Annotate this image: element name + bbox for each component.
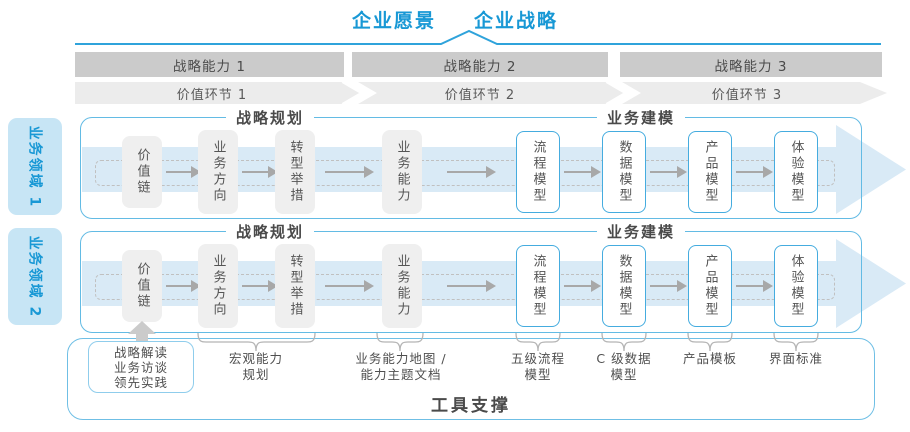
- value-link-2: 价值环节 2: [444, 87, 516, 103]
- domain-1-row: 战略规划 业务建模 价值链 业务方向 转型举措 业务能力 流程模型 数据模型 产…: [0, 107, 910, 219]
- box-business-direction: 业务方向: [198, 244, 238, 328]
- box-process-model: 流程模型: [516, 245, 560, 327]
- title-strategy: 企业战略: [474, 10, 559, 32]
- box-experience-model: 体验模型: [774, 131, 818, 213]
- page-title: 企业愿景 企业战略: [0, 6, 910, 33]
- title-divider-line: [75, 29, 881, 45]
- annotation-ui-standard: 界面标准: [768, 351, 823, 366]
- title-vision: 企业愿景: [351, 10, 436, 32]
- domain-2-row: 战略规划 业务建模 价值链 业务方向 转型举措 业务能力 流程模型 数据模型 产…: [0, 221, 910, 333]
- header-business-modeling: 业务建模: [596, 107, 686, 128]
- dashed-track: [95, 274, 835, 300]
- flow-arrow-icon: [650, 280, 687, 292]
- flow-arrow-icon: [166, 166, 201, 178]
- capability-bar-1: 战略能力 1: [75, 52, 344, 77]
- flow-arrow-icon: [736, 280, 773, 292]
- tool-support-label: 工具支撑: [431, 396, 511, 416]
- practice-line: 领先实践: [113, 374, 168, 390]
- header-strategic-planning: 战略规划: [225, 107, 315, 128]
- flow-arrow-icon: [447, 166, 496, 178]
- box-business-capability: 业务能力: [382, 244, 422, 328]
- capability-bar-2: 战略能力 2: [352, 52, 608, 77]
- flow-arrow-icon: [242, 280, 278, 292]
- flow-arrow-icon: [166, 280, 201, 292]
- box-data-model: 数据模型: [602, 245, 646, 327]
- box-process-model: 流程模型: [516, 131, 560, 213]
- flow-arrow-icon: [564, 166, 601, 178]
- practice-input-box: 战略解读 业务访谈 领先实践: [88, 341, 194, 393]
- box-value-chain: 价值链: [122, 136, 162, 208]
- header-business-modeling: 业务建模: [596, 221, 686, 242]
- panel-outline: [80, 117, 862, 219]
- value-link-1: 价值环节 1: [176, 87, 248, 103]
- flow-arrow-icon: [447, 280, 496, 292]
- tool-support-container: 工具支撑: [67, 338, 875, 420]
- flow-arrow-icon: [650, 166, 687, 178]
- header-strategic-planning: 战略规划: [225, 221, 315, 242]
- annotation-process-model: 五级流程 模型: [510, 351, 565, 382]
- practice-line: 战略解读: [113, 344, 168, 360]
- dashed-track: [95, 160, 835, 186]
- annotation-capability-map: 业务能力地图 / 能力主题文档: [355, 351, 447, 382]
- flow-arrow-icon: [736, 166, 773, 178]
- capability-bar-3: 战略能力 3: [620, 52, 882, 77]
- panel-outline: [80, 231, 862, 333]
- sidebar-domain-2: 业务领域 2: [8, 228, 62, 325]
- value-link-band: [75, 75, 887, 111]
- box-data-model: 数据模型: [602, 131, 646, 213]
- box-product-model: 产品模型: [688, 131, 732, 213]
- box-transformation-initiatives: 转型举措: [275, 244, 315, 328]
- flow-arrow-icon: [325, 166, 374, 178]
- annotation-macro-capability: 宏观能力 规划: [228, 351, 283, 382]
- value-link-3: 价值环节 3: [711, 87, 783, 103]
- box-business-capability: 业务能力: [382, 130, 422, 214]
- box-value-chain: 价值链: [122, 250, 162, 322]
- flow-arrow-icon: [564, 280, 601, 292]
- sidebar-domain-1: 业务领域 1: [8, 118, 62, 215]
- flow-arrow-icon: [325, 280, 374, 292]
- annotation-product-template: 产品模板: [682, 351, 737, 366]
- practice-line: 业务访谈: [113, 359, 168, 375]
- box-business-direction: 业务方向: [198, 130, 238, 214]
- annotation-data-model: C 级数据 模型: [596, 351, 652, 382]
- box-product-model: 产品模型: [688, 245, 732, 327]
- flow-arrow-icon: [242, 166, 278, 178]
- box-transformation-initiatives: 转型举措: [275, 130, 315, 214]
- box-experience-model: 体验模型: [774, 245, 818, 327]
